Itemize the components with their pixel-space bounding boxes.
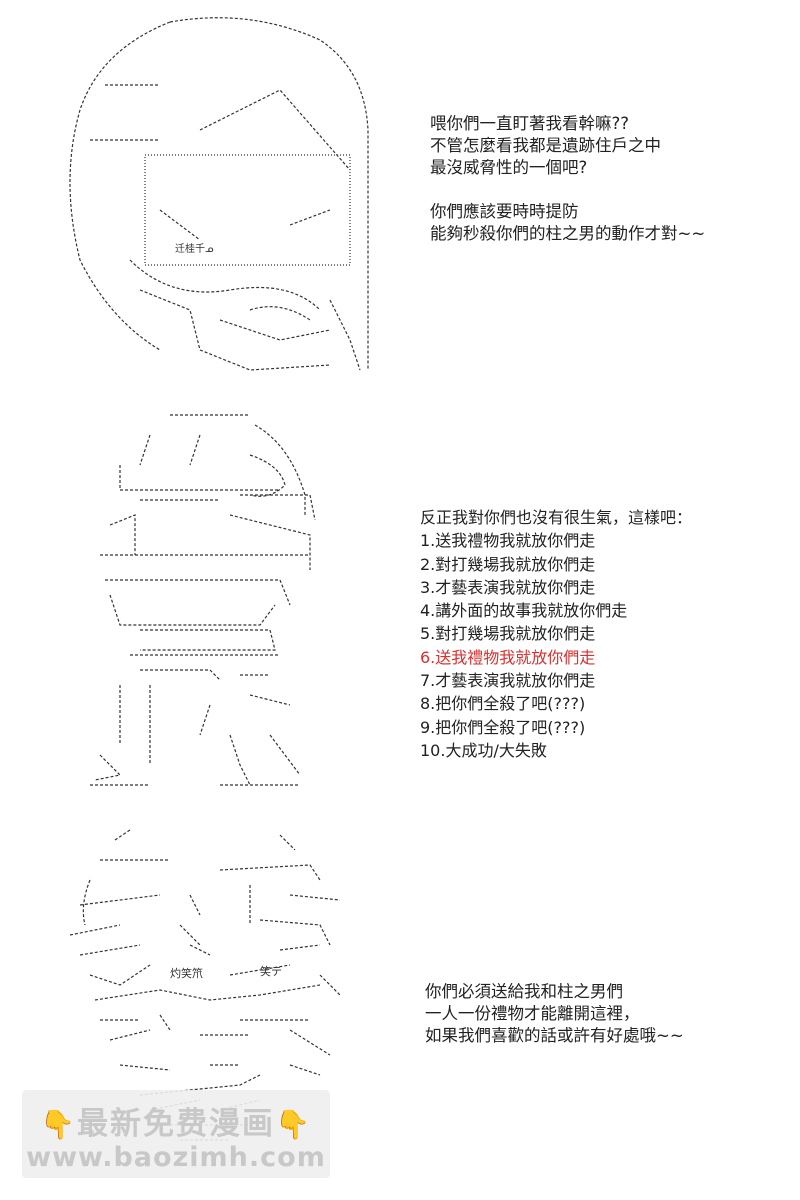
art-label: 迁桂千ᓄ [175,244,214,255]
watermark-url: www.baozimh.com [26,1142,326,1173]
option-item-7: 7.才藝表演我就放你們走 [420,671,596,691]
pointing-hand-icon: 👇 [275,1108,312,1141]
watermark-title-row: 👇最新免费漫画👇 [22,1098,330,1143]
option-item-3: 3.才藝表演我就放你們走 [420,577,596,597]
dialogue-line: 一人一份禮物才能離開這裡， [425,1004,640,1023]
dialogue-intro: 反正我對你們也沒有很生氣，這樣吧： [420,508,693,527]
dialogue-line: 你們必須送給我和柱之男們 [425,982,623,1001]
dialogue-line: 不管怎麼看我都是遺跡住戶之中 [430,136,661,155]
dialogue-panel-1: 喂你們一直盯著我看幹嘛?? 不管怎麼看我都是遺跡住戶之中 最沒威脅性的一個吧? … [430,113,705,245]
site-watermark: 👇最新免费漫画👇 www.baozimh.com [22,1090,330,1178]
dialogue-line: 喂你們一直盯著我看幹嘛?? [430,114,630,133]
art-label-left: 灼笑笊 [170,967,203,980]
pointing-hand-icon: 👇 [40,1108,77,1141]
dialogue-line: 最沒威脅性的一個吧? [430,158,588,177]
art-label-right: 笑テ [260,965,282,978]
ascii-art-character-1: 迁桂千ᓄ [50,10,380,380]
option-item-6-highlighted: 6.送我禮物我就放你們走 [420,647,596,667]
option-item-8: 8.把你們全殺了吧(???) [420,694,586,714]
option-item-4: 4.講外面的故事我就放你們走 [420,601,628,621]
option-item-1: 1.送我禮物我就放你們走 [420,531,596,551]
dialogue-panel-2: 反正我對你們也沒有很生氣，這樣吧： 1.送我禮物我就放你們走 2.對打幾場我就放… [420,506,692,762]
dialogue-line: 你們應該要時時提防 [430,202,579,221]
watermark-title: 最新免费漫画 [77,1106,275,1142]
dialogue-line: 如果我們喜歡的話或許有好處哦~~ [425,1026,684,1045]
option-item-9: 9.把你們全殺了吧(???) [420,717,586,737]
dialogue-line [430,179,705,201]
dialogue-panel-3: 你們必須送給我和柱之男們 一人一份禮物才能離開這裡， 如果我們喜歡的話或許有好處… [425,981,684,1047]
ascii-art-character-2 [80,405,330,795]
dialogue-line: 能夠秒殺你們的柱之男的動作才對~~ [430,224,706,243]
option-item-2: 2.對打幾場我就放你們走 [420,554,596,574]
option-item-5: 5.對打幾場我就放你們走 [420,624,596,644]
option-item-10: 10.大成功/大失敗 [420,740,547,760]
